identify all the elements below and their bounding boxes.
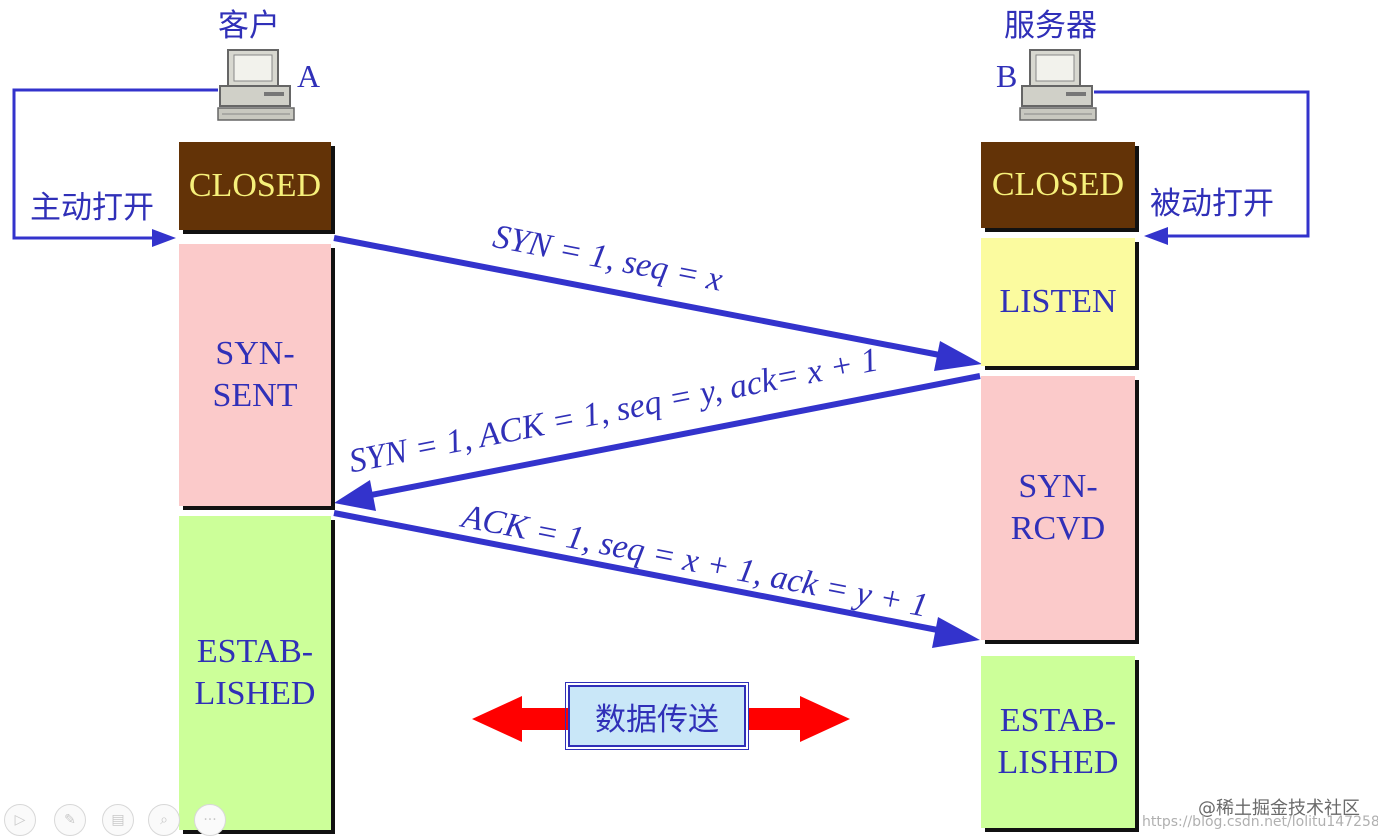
synack-arrow-line <box>365 373 981 499</box>
data-transfer-label: 数据传送 <box>595 701 719 738</box>
data-transfer-box: 数据传送 <box>565 682 749 750</box>
ack-arrow-line <box>333 510 949 635</box>
server-computer-icon <box>1019 49 1097 121</box>
play-icon[interactable]: ▷ <box>4 804 36 836</box>
pen-icon[interactable]: ✎ <box>54 804 86 836</box>
client-open-loop <box>12 88 218 240</box>
watermark-url: https://blog.csdn.net/lolitu147258 <box>1142 814 1378 830</box>
zoom-icon[interactable]: ⌕ <box>148 804 180 836</box>
server-state-closed-label: CLOSED <box>991 166 1125 203</box>
data-arrow-right <box>748 696 850 742</box>
synack-arrowhead <box>334 480 376 511</box>
watermark-brand: @稀土掘金技术社区 <box>1198 798 1360 819</box>
syn-arrow-line <box>333 235 951 360</box>
server-state-closed: CLOSED <box>981 142 1135 228</box>
server-open-loop <box>1094 90 1310 238</box>
client-title: 客户 <box>218 8 280 44</box>
client-state-established-label: ESTAB- LISHED <box>194 633 316 712</box>
server-state-established: ESTAB- LISHED <box>981 656 1135 828</box>
server-open-arrowhead <box>1144 227 1168 245</box>
passive-open-label: 被动打开 <box>1150 186 1274 222</box>
slides-icon[interactable]: ▤ <box>102 804 134 836</box>
server-state-listen-label: LISTEN <box>999 283 1117 320</box>
server-state-established-label: ESTAB- LISHED <box>997 702 1119 781</box>
ack-arrowhead <box>932 617 980 648</box>
server-letter: B <box>996 58 1018 94</box>
client-open-arrowhead <box>152 229 176 247</box>
data-arrow-left <box>472 696 568 742</box>
client-state-syn-sent: SYN- SENT <box>179 244 331 506</box>
client-state-established: ESTAB- LISHED <box>179 516 331 830</box>
client-state-closed: CLOSED <box>179 142 331 230</box>
syn-arrowhead <box>934 341 982 371</box>
more-icon[interactable]: ··· <box>194 804 226 836</box>
server-state-syn-rcvd-label: SYN- RCVD <box>1010 468 1106 547</box>
client-state-closed-label: CLOSED <box>188 167 322 204</box>
client-state-syn-sent-label: SYN- SENT <box>212 335 298 414</box>
active-open-label: 主动打开 <box>30 190 154 226</box>
client-letter: A <box>297 58 321 94</box>
server-state-syn-rcvd: SYN- RCVD <box>981 376 1135 640</box>
client-computer-icon <box>217 49 295 121</box>
server-title: 服务器 <box>1004 8 1097 44</box>
server-state-listen: LISTEN <box>981 238 1135 366</box>
